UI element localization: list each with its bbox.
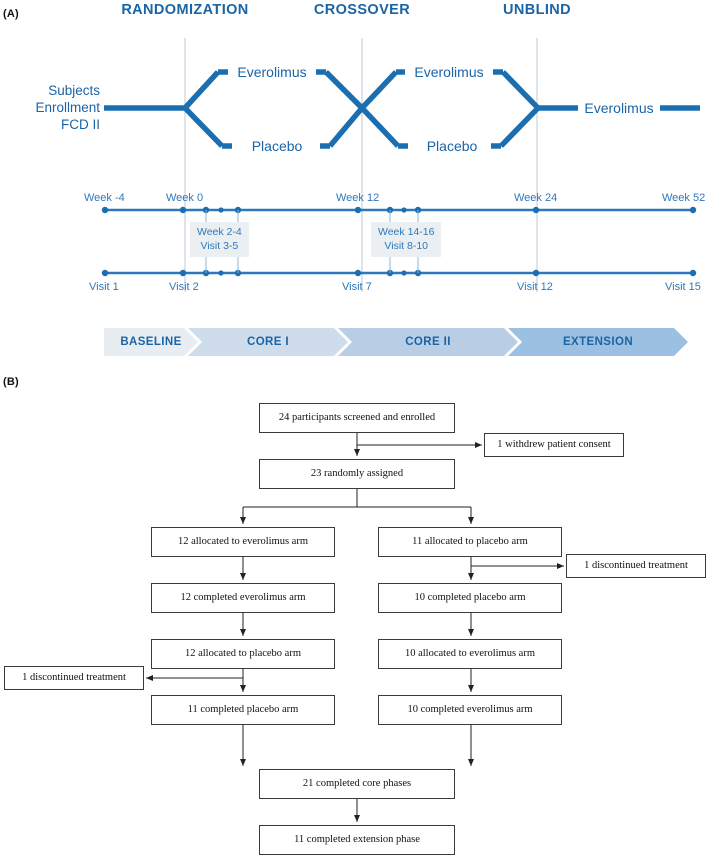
- phase-heading-unblind: UNBLIND: [502, 2, 572, 18]
- panel-b-consort-flow: (B): [0, 370, 709, 855]
- arm-cross-center-to-bottom: [360, 106, 400, 148]
- callout-week-14-16: Week 14-16 Visit 8-10: [371, 222, 442, 257]
- phase-segment-core-2-label: CORE II: [405, 336, 451, 348]
- arm-label-core1-everolimus: Everolimus: [235, 64, 309, 80]
- arm-label-core1-placebo: Placebo: [249, 138, 305, 154]
- week-label-minus4: Week -4: [84, 192, 125, 204]
- consort-box-screened: 24 participants screened and enrolled: [259, 403, 455, 433]
- consort-box-core-phases: 21 completed core phases: [259, 769, 455, 799]
- visit-label-12: Visit 12: [517, 281, 553, 293]
- arm-cross-bottom-to-center: [327, 106, 365, 148]
- panel-a-letter: (A): [3, 8, 19, 20]
- callout-week-14-16-line2: Visit 8-10: [384, 239, 429, 252]
- phase-segment-baseline: BASELINE: [104, 328, 198, 356]
- arm-label-extension-everolimus: Everolimus: [582, 100, 656, 116]
- panel-b-letter: (B): [3, 376, 19, 388]
- consort-box-completed-everolimus-2: 10 completed everolimus arm: [378, 695, 562, 725]
- callout-week-2-4: Week 2-4 Visit 3-5: [190, 222, 249, 257]
- consort-box-completed-everolimus: 12 completed everolimus arm: [151, 583, 335, 613]
- consort-box-completed-placebo: 10 completed placebo arm: [378, 583, 562, 613]
- phase-segment-extension-label: EXTENSION: [562, 336, 634, 348]
- visit-label-15: Visit 15: [665, 281, 701, 293]
- consort-box-discontinued-left: 1 discontinued treatment: [4, 666, 144, 690]
- treatment-arm-paths: [104, 69, 700, 149]
- phase-heading-crossover: CROSSOVER: [313, 2, 411, 18]
- phase-segment-core-1-label: CORE I: [246, 336, 289, 348]
- week-label-52: Week 52: [662, 192, 706, 204]
- panel-a-study-schema: (A) RANDOMIZATION CROSSOVER UNBLIND Subj…: [0, 0, 709, 370]
- week-label-12: Week 12: [336, 192, 380, 204]
- arm-cross-top-to-center: [324, 70, 364, 110]
- consort-box-extension-phase: 11 completed extension phase: [259, 825, 455, 855]
- consort-box-allocated-placebo: 11 allocated to placebo arm: [378, 527, 562, 557]
- timeline-tick-dots: [101, 206, 697, 277]
- study-schema-graphic: [101, 38, 700, 292]
- phase-segment-core-1: CORE I: [188, 328, 348, 356]
- visit-label-1: Visit 1: [89, 281, 119, 293]
- consort-box-randomized: 23 randomly assigned: [259, 459, 455, 489]
- week-label-0: Week 0: [166, 192, 204, 204]
- arm-split-up: [182, 70, 221, 110]
- callout-week-14-16-line1: Week 14-16: [378, 226, 435, 238]
- enrollment-label: Subjects Enrollment FCD II: [0, 82, 100, 133]
- consort-connectors: [146, 433, 564, 822]
- consort-box-discontinued-right: 1 discontinued treatment: [566, 554, 706, 578]
- enrollment-line-1: Subjects: [48, 83, 100, 98]
- consort-box-completed-placebo-2: 11 completed placebo arm: [151, 695, 335, 725]
- phase-segment-extension: EXTENSION: [508, 328, 688, 356]
- consort-box-withdrew: 1 withdrew patient consent: [484, 433, 624, 457]
- consort-box-allocated-everolimus: 12 allocated to everolimus arm: [151, 527, 335, 557]
- callout-week-2-4-line2: Visit 3-5: [200, 239, 239, 252]
- callout-week-2-4-line1: Week 2-4: [197, 226, 242, 238]
- arm-split-down: [183, 106, 224, 148]
- arm-label-core2-placebo: Placebo: [424, 138, 480, 154]
- phase-heading-randomization: RANDOMIZATION: [121, 2, 249, 18]
- enrollment-line-2: Enrollment: [35, 100, 100, 115]
- arm-cross-center-to-top: [360, 70, 398, 110]
- enrollment-line-3: FCD II: [61, 117, 100, 132]
- visit-label-7: Visit 7: [342, 281, 372, 293]
- arm-merge-bottom: [499, 106, 540, 148]
- arm-label-core2-everolimus: Everolimus: [412, 64, 486, 80]
- consort-box-allocated-everolimus-2: 10 allocated to everolimus arm: [378, 639, 562, 669]
- visit-label-2: Visit 2: [169, 281, 199, 293]
- phase-segment-baseline-label: BASELINE: [120, 336, 182, 348]
- consort-arrow-group: [146, 433, 564, 822]
- arm-merge-top: [501, 70, 540, 110]
- week-label-24: Week 24: [514, 192, 558, 204]
- consort-box-allocated-placebo-2: 12 allocated to placebo arm: [151, 639, 335, 669]
- phase-segment-core-2: CORE II: [338, 328, 518, 356]
